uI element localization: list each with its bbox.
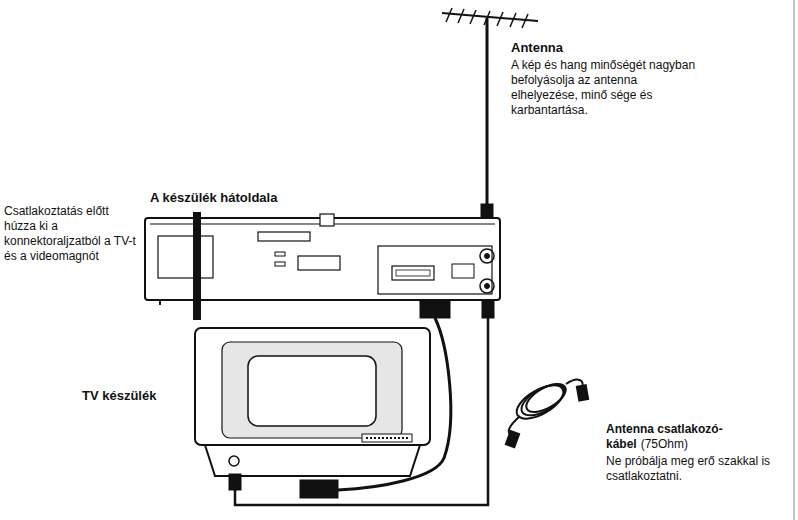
label-group: A készülék hátoldala [150, 190, 350, 205]
label-group: TV készülék [82, 388, 187, 403]
label-group: A kép és hang minőségét nagyban befolyás… [511, 58, 701, 118]
label-group: Ne próbálja meg erő szakkal is csatlakoz… [606, 454, 786, 484]
label-group: Antenna [511, 40, 711, 55]
note-text: Ne próbálja meg erő szakkal is csatlakoz… [606, 454, 786, 484]
page-border [794, 0, 795, 520]
coiled-antenna-cable [506, 378, 588, 447]
note-text: A kép és hang minőségét nagyban befolyás… [511, 58, 701, 118]
rf-cable [229, 300, 494, 505]
heading-label: A készülék hátoldala [150, 190, 350, 205]
heading-label: Antenna [511, 40, 711, 55]
value-label: (75Ohm) [641, 437, 688, 451]
scart-cable [300, 300, 451, 498]
label-group: Csatlakoztatás előtt húzza ki a konnekto… [4, 204, 136, 264]
note-text: Csatlakoztatás előtt húzza ki a konnekto… [4, 204, 136, 264]
power-cord [193, 212, 201, 320]
part-label: TV készülék [82, 388, 187, 403]
tv-set [195, 328, 430, 476]
label-group: Antenna csatlakozó- kábel(75Ohm) [606, 422, 756, 452]
